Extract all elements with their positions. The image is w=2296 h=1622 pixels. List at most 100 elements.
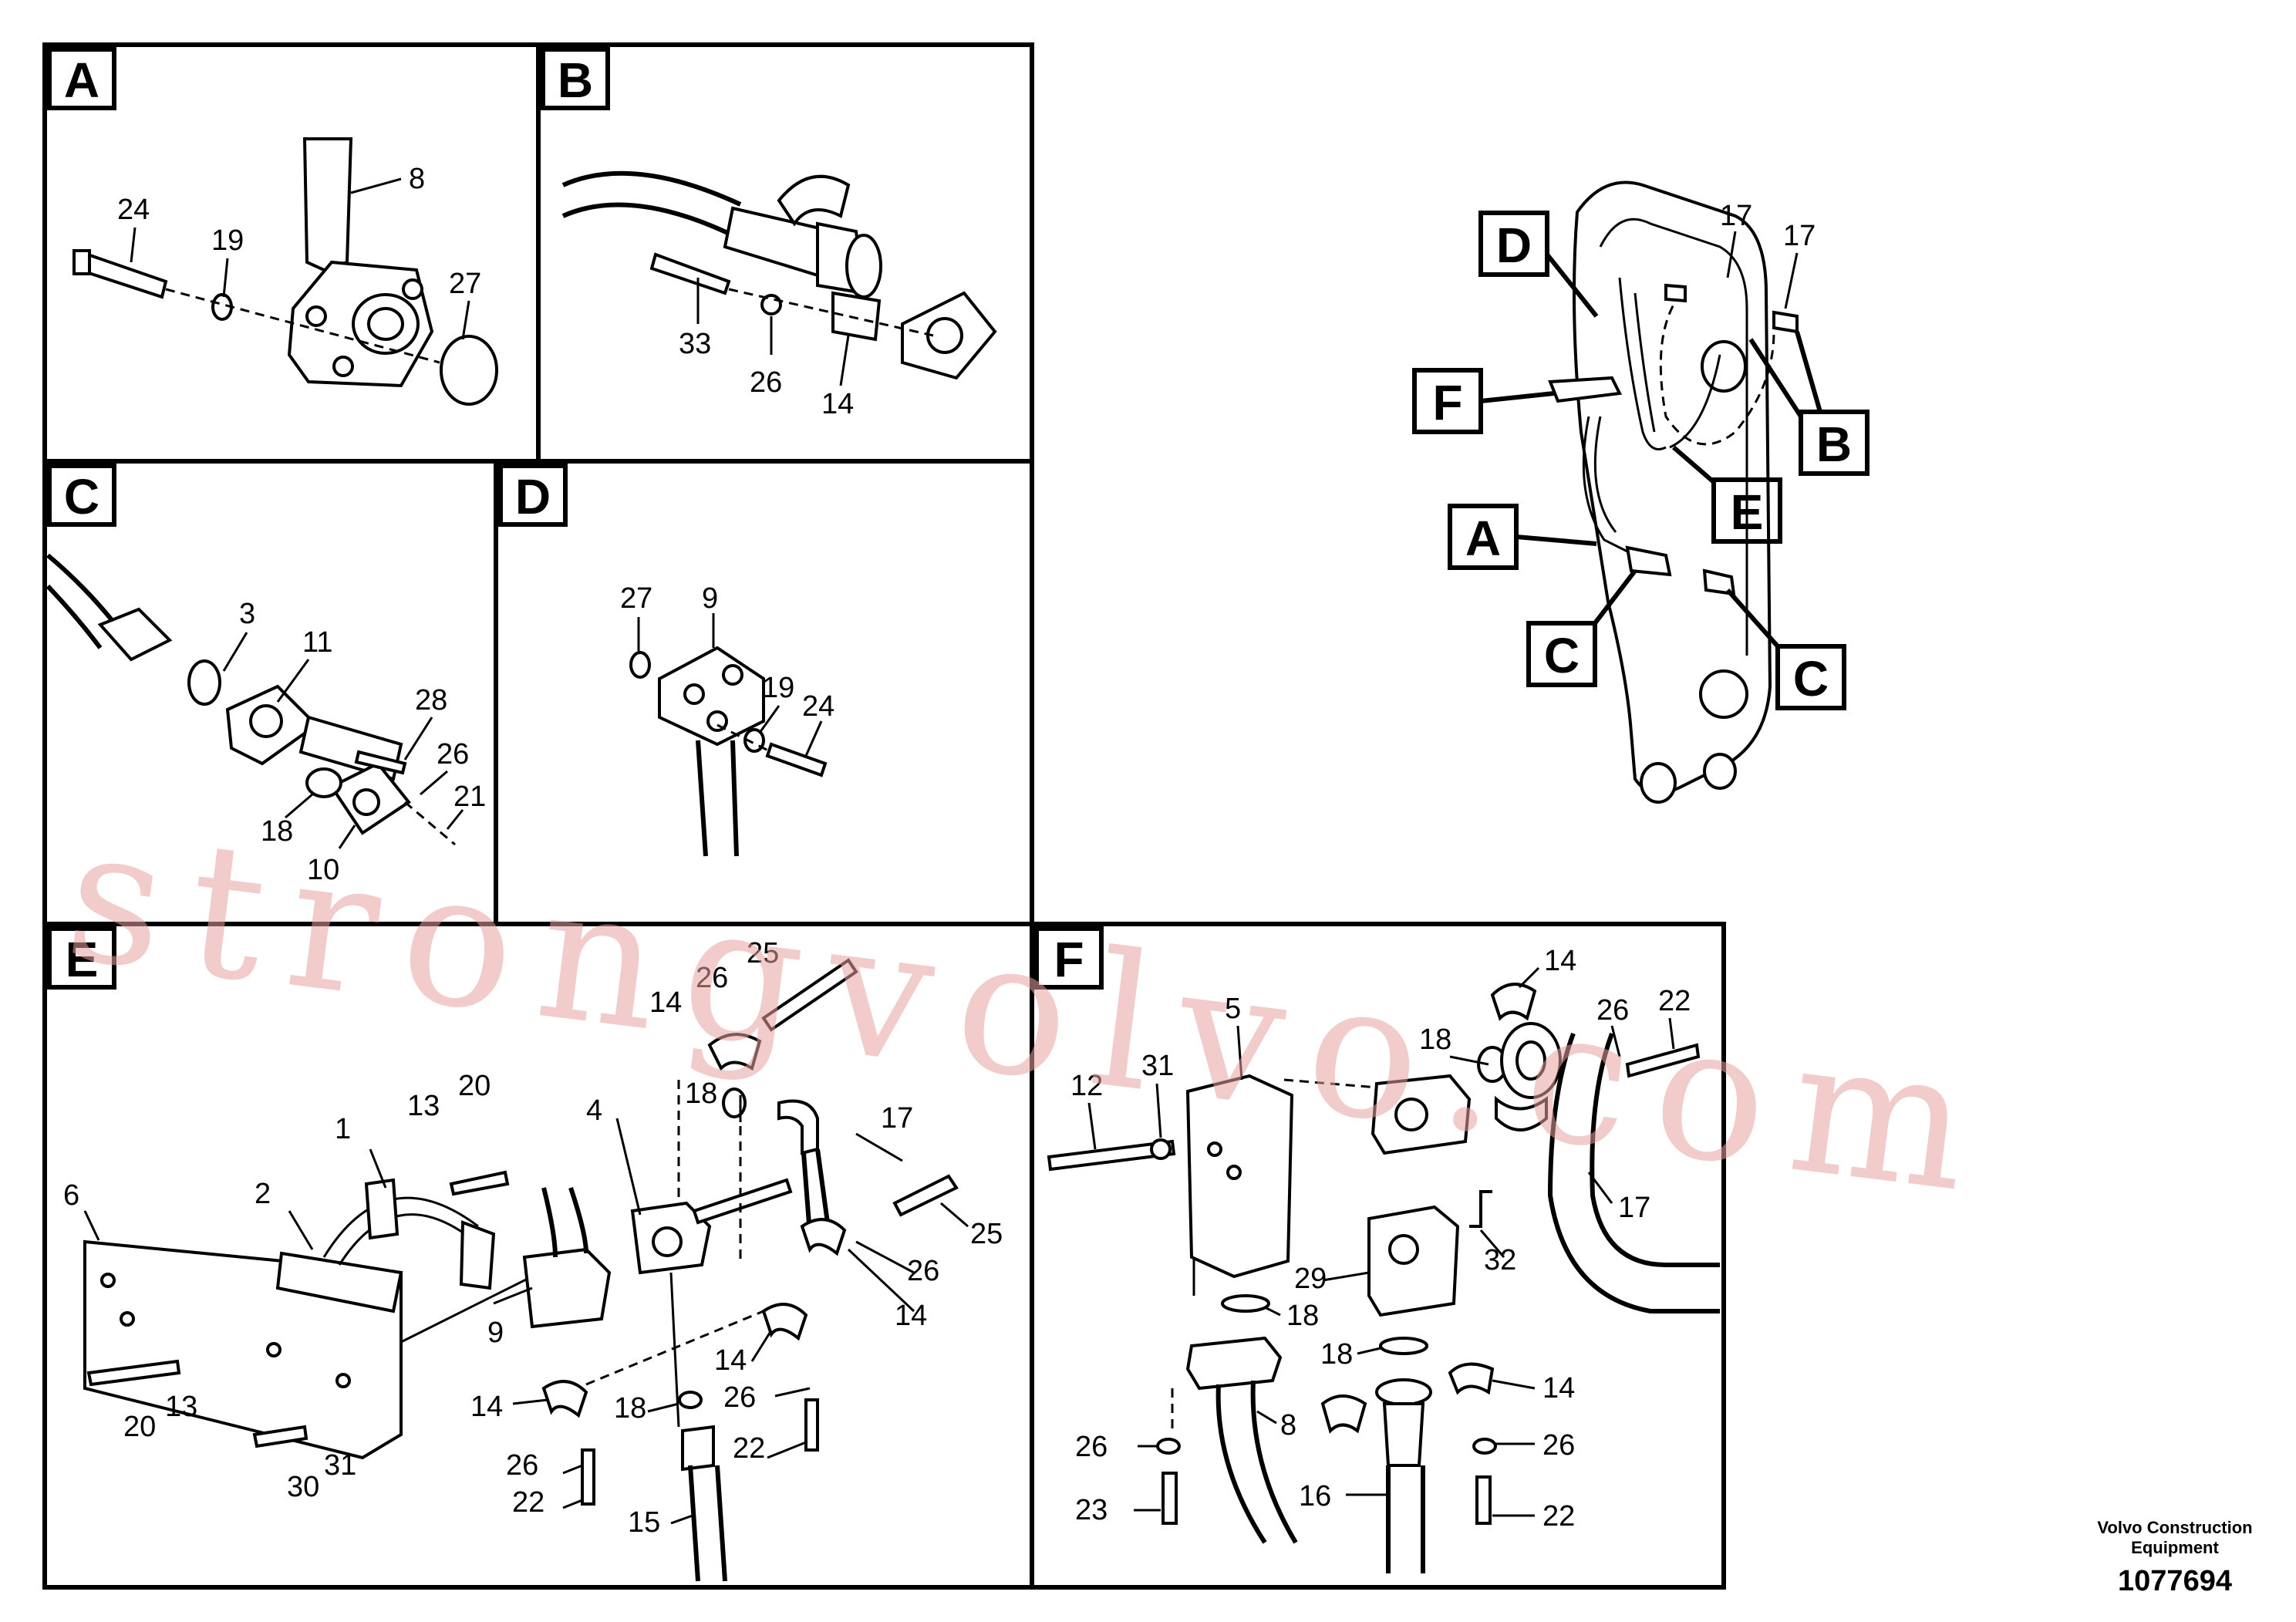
figure-number: 1077694	[2118, 1565, 2232, 1597]
overview-labels: D F A C C B E 17 17	[1412, 200, 1870, 710]
callout: 14	[821, 388, 854, 420]
callout: 18	[1286, 1300, 1319, 1332]
callout: 18	[685, 1077, 717, 1110]
callout: 32	[1484, 1244, 1516, 1276]
caption: Volvo Construction Equipment 1077694	[2097, 1518, 2252, 1597]
panel-f-letter: F	[1054, 932, 1084, 987]
callout: 30	[287, 1471, 319, 1503]
panel-f-drawing	[1047, 966, 1720, 1573]
panel-a-letter: A	[64, 52, 99, 108]
panel-e-drawing	[83, 958, 969, 1582]
callout: 13	[407, 1090, 440, 1122]
overview-label: C	[1793, 651, 1829, 706]
panel-f-callouts: 14 26 22 5 31 12 18 17 32 29 18 18 14 26…	[1070, 945, 1691, 1533]
callout: 18	[261, 815, 293, 848]
panel-e-letter: E	[66, 932, 99, 987]
panel-d-callouts: 27 9 19 24	[620, 582, 834, 723]
callout: 27	[620, 582, 652, 615]
callout: 8	[409, 163, 425, 195]
overview-label: F	[1432, 375, 1462, 430]
callout: 26	[723, 1381, 756, 1414]
callout: 26	[1596, 994, 1629, 1027]
callout: 21	[453, 781, 486, 813]
callout: 28	[415, 684, 447, 717]
overview-label: D	[1496, 218, 1532, 273]
panel-c-drawing	[46, 553, 464, 849]
callout: 14	[470, 1391, 503, 1423]
callout: 26	[750, 366, 782, 399]
overview-label: E	[1731, 484, 1764, 540]
callout: 10	[307, 854, 339, 886]
callout: 3	[239, 598, 255, 630]
callout: 26	[437, 738, 469, 771]
callout: 27	[449, 268, 481, 300]
overview-callout: 17	[1720, 200, 1752, 232]
panel-b-letter: B	[558, 52, 593, 108]
callout: 14	[649, 986, 682, 1019]
callout: 22	[1658, 985, 1691, 1017]
callout: 22	[733, 1432, 765, 1465]
panel-d-letter: D	[515, 469, 551, 524]
callout: 4	[586, 1094, 602, 1127]
callout: 6	[63, 1179, 79, 1212]
overview-label: B	[1816, 416, 1852, 472]
callout: 26	[696, 962, 728, 994]
callout: 23	[1075, 1494, 1108, 1526]
callout: 17	[1618, 1192, 1650, 1224]
callout: 20	[458, 1070, 491, 1102]
caption-line1: Volvo Construction	[2097, 1518, 2252, 1537]
panel-a-drawing	[72, 137, 498, 406]
callout: 11	[302, 626, 332, 659]
callout: 14	[895, 1300, 927, 1332]
panel-c-callouts: 3 11 28 26 21 18 10	[239, 598, 486, 886]
callout: 14	[1544, 945, 1576, 977]
callout: 19	[211, 224, 244, 257]
callout: 24	[117, 194, 150, 226]
callout: 17	[881, 1102, 913, 1135]
callout: 15	[628, 1506, 660, 1539]
callout: 9	[702, 582, 718, 615]
callout: 14	[714, 1344, 747, 1377]
callout: 16	[1299, 1480, 1331, 1512]
panel-b-callouts: 33 26 14	[679, 328, 854, 420]
callout: 26	[1075, 1431, 1108, 1463]
callout: 18	[614, 1392, 646, 1425]
callout: 22	[1542, 1500, 1575, 1533]
overview-callout: 17	[1783, 220, 1816, 252]
callout: 25	[747, 937, 779, 969]
panel-frames	[42, 42, 1726, 1590]
callout: 26	[907, 1255, 939, 1287]
callout: 14	[1542, 1372, 1575, 1404]
overview-boom	[1548, 180, 1799, 804]
callout: 31	[1141, 1050, 1174, 1082]
callout: 1	[335, 1113, 351, 1145]
callout: 2	[255, 1178, 271, 1210]
callout: 22	[512, 1486, 544, 1519]
panel-c-letter: C	[64, 469, 99, 524]
callout: 31	[324, 1449, 356, 1482]
callout: 26	[1542, 1429, 1575, 1462]
callout: 25	[970, 1218, 1003, 1250]
callout: 29	[1294, 1263, 1327, 1295]
panel-b-drawing	[561, 170, 997, 386]
overview-label: C	[1544, 628, 1580, 683]
callout: 9	[487, 1317, 504, 1349]
callout: 19	[762, 672, 794, 704]
panel-letters: A B C D E F	[47, 47, 1104, 990]
callout: 5	[1225, 993, 1241, 1025]
callout: 18	[1320, 1338, 1353, 1371]
overview-label: A	[1465, 511, 1501, 566]
panel-d-drawing	[629, 613, 828, 857]
callout: 24	[802, 690, 834, 723]
panel-e-callouts: 25 26 14 18 17 13 20 1 4 25 2 6 26 14 9 …	[63, 937, 1003, 1539]
caption-line2: Equipment	[2131, 1538, 2219, 1557]
panel-f-frame	[1030, 922, 1726, 1590]
panel-a-callouts: 8 24 19 27	[117, 163, 481, 300]
callout: 26	[506, 1449, 538, 1482]
callout: 12	[1070, 1070, 1103, 1102]
callout: 8	[1280, 1409, 1296, 1442]
callout: 20	[123, 1411, 156, 1443]
callout: 13	[165, 1391, 197, 1423]
callout: 33	[679, 328, 711, 360]
